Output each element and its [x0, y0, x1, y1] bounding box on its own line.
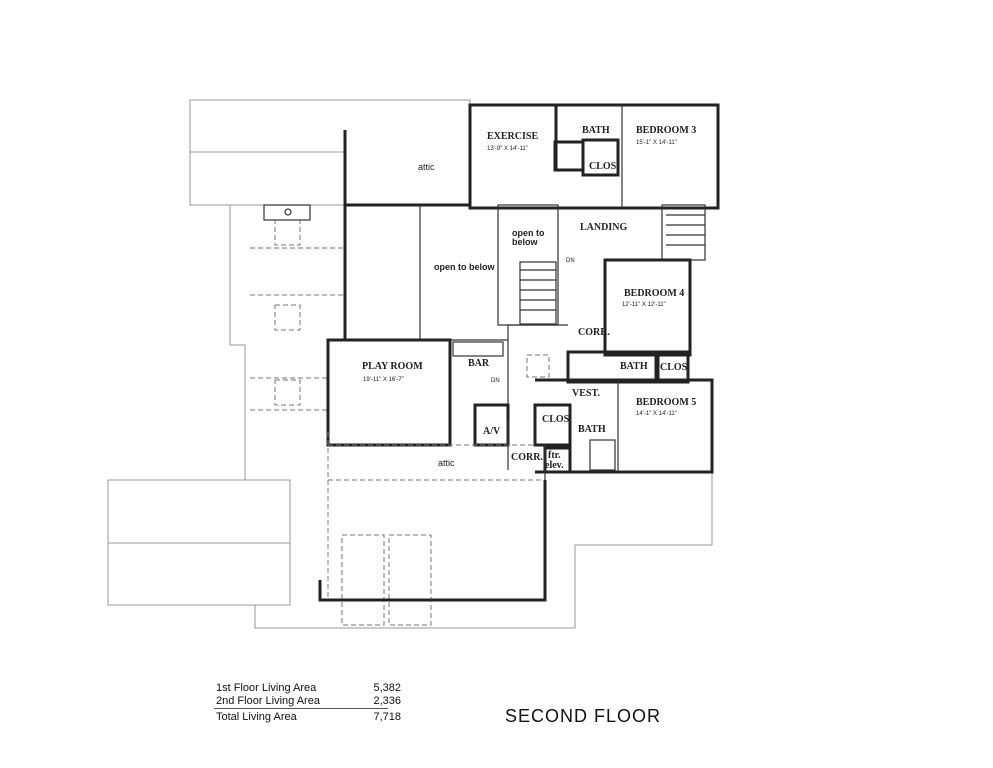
- bedroom5-dims: 14'-1" X 14'-11": [636, 411, 677, 417]
- bedroom5-label: BEDROOM 5: [636, 397, 696, 408]
- area-value: 2,336: [373, 695, 401, 707]
- area-label: 1st Floor Living Area: [216, 682, 317, 694]
- exercise-label: EXERCISE: [487, 131, 538, 142]
- play-room-label: PLAY ROOM: [362, 361, 423, 372]
- landing-label: LANDING: [580, 222, 627, 233]
- total-divider: [214, 708, 388, 709]
- bath-lower-label: BATH: [578, 424, 606, 435]
- corr-upper-label: CORR.: [578, 327, 610, 338]
- room-labels: EXERCISE 13'-9" X 14'-11" BATH CLOS. BED…: [362, 125, 696, 471]
- attic-lower-label: attic: [438, 458, 455, 468]
- bath-mid-label: BATH: [620, 361, 648, 372]
- clos-lower-label: CLOS.: [542, 414, 572, 425]
- ftr-label: ftr.: [548, 450, 561, 461]
- clos-upper-label: CLOS.: [589, 161, 619, 172]
- bar-label: BAR: [468, 358, 490, 369]
- open-to-label: open to: [512, 228, 545, 238]
- dn-stair-label: DN: [566, 258, 575, 264]
- walls: [318, 103, 720, 602]
- attic-upper-label: attic: [418, 162, 435, 172]
- area-value: 5,382: [373, 682, 401, 694]
- bedroom4-label: BEDROOM 4: [624, 288, 684, 299]
- exercise-dims: 13'-9" X 14'-11": [487, 146, 528, 152]
- dn-bar-label: DN: [491, 378, 500, 384]
- area-label: Total Living Area: [216, 711, 297, 723]
- bedroom4-dims: 12'-11" X 12'-11": [622, 302, 666, 308]
- roof-outlines: [107, 99, 713, 629]
- corr-lower-label: CORR.: [511, 452, 543, 463]
- area-label: 2nd Floor Living Area: [216, 695, 320, 707]
- bath-upper-label: BATH: [582, 125, 610, 136]
- clos-mid-label: CLOS.: [660, 362, 690, 373]
- area-value: 7,718: [373, 711, 401, 723]
- av-label: A/V: [483, 426, 501, 437]
- area-row-total: Total Living Area 7,718: [216, 711, 401, 723]
- below-label: below: [512, 237, 539, 247]
- elev-label: elev.: [545, 460, 564, 471]
- plan-title: SECOND FLOOR: [505, 706, 662, 726]
- bedroom3-label: BEDROOM 3: [636, 125, 696, 136]
- vest-label: VEST.: [572, 388, 600, 399]
- play-room-dims: 19'-11" X 16'-7": [363, 377, 404, 383]
- area-row: 1st Floor Living Area 5,382: [216, 682, 401, 694]
- area-row: 2nd Floor Living Area 2,336: [216, 695, 401, 707]
- bedroom3-dims: 15'-1" X 14'-11": [636, 140, 677, 146]
- stairs: [519, 214, 705, 378]
- open-below-label: open to below: [434, 262, 495, 272]
